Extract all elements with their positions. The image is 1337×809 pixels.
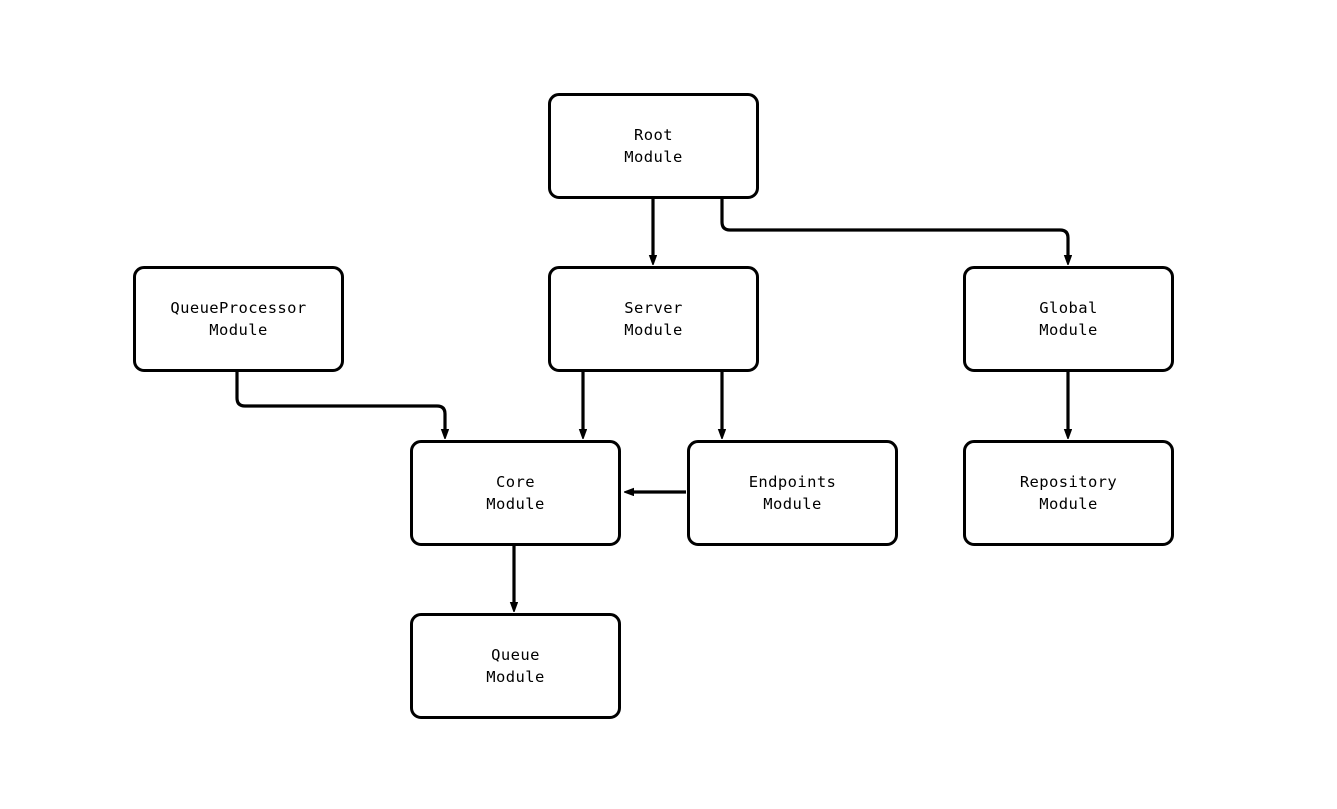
node-title-line-2: Module [624,321,683,339]
node-repository-module[interactable]: Repository Module [963,440,1174,546]
node-root-module[interactable]: Root Module [548,93,759,199]
node-endpoints-module[interactable]: Endpoints Module [687,440,898,546]
node-title-line-2: Module [763,495,822,513]
node-title-line-2: Module [486,668,545,686]
node-title-line-1: Global [1039,299,1098,317]
node-title-line-2: Module [486,495,545,513]
node-title-line-1: Core [496,473,535,491]
edge-queueprocessor-to-core [235,372,445,430]
node-title-line-1: Endpoints [748,473,837,491]
node-title-line-2: Module [1039,321,1098,339]
node-title-line-1: Server [624,299,683,317]
node-title-line-1: QueueProcessor [170,299,307,317]
node-server-module[interactable]: Server Module [548,266,759,372]
node-queueprocessor-module[interactable]: QueueProcessor Module [133,266,344,372]
node-title-line-1: Root [634,126,673,144]
node-core-module[interactable]: Core Module [410,440,621,546]
node-queue-module[interactable]: Queue Module [410,613,621,719]
node-title-line-2: Module [1039,495,1098,513]
node-title-line-2: Module [209,321,268,339]
node-title-line-2: Module [624,148,683,166]
node-global-module[interactable]: Global Module [963,266,1174,372]
node-title-line-1: Queue [491,646,540,664]
node-title-line-1: Repository [1019,473,1118,491]
edge-root-to-global [720,199,1068,256]
